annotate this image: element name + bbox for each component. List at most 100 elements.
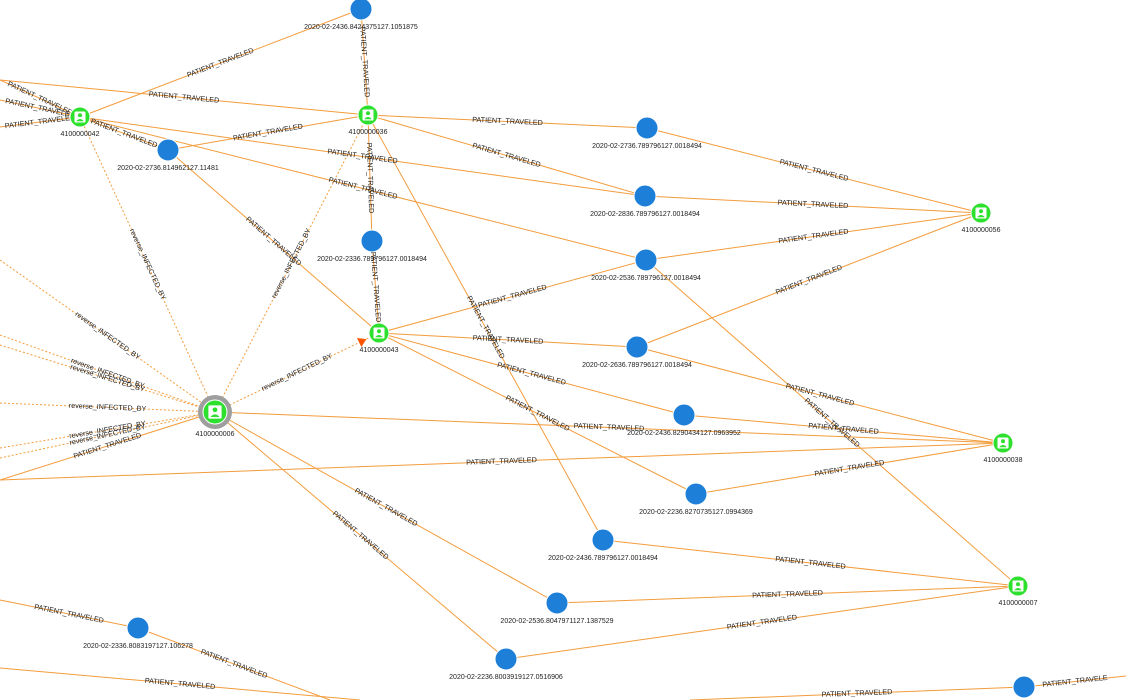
edge-patient-traveled[interactable]: [378, 259, 647, 334]
location-node[interactable]: 2020-02-2536.789796127.0018494: [591, 248, 701, 282]
edge-patient-traveled[interactable]: [636, 212, 982, 348]
edge-patient-traveled[interactable]: [378, 332, 697, 495]
edge-patient-traveled[interactable]: [636, 346, 1004, 444]
edge-patient-traveled[interactable]: [645, 212, 982, 261]
edge-patient-traveled[interactable]: [645, 259, 1019, 587]
edge-reverse-infected-by[interactable]: [0, 411, 216, 449]
edge-reverse-infected-by[interactable]: [0, 411, 216, 459]
edge-patient-traveled[interactable]: [367, 114, 604, 541]
edge-patient-traveled[interactable]: [505, 585, 1019, 660]
location-node[interactable]: 2020-02-2436.8290434127.0963952: [627, 403, 741, 437]
node-label: 4100000056: [962, 227, 1001, 234]
edge-label: PATIENT_TRAVELED: [4, 113, 75, 131]
edge-label: PATIENT_TRAVELED: [353, 486, 419, 528]
location-node[interactable]: 2020-02-2536.8047971127.1387529: [500, 591, 614, 625]
person-icon: [208, 405, 222, 419]
patient-node[interactable]: 4100000036: [349, 104, 388, 136]
edge-label: PATIENT_TRAVELE: [1042, 673, 1108, 689]
node-label: 2020-02-2536.789796127.0018494: [591, 275, 701, 282]
edge-reverse-infected-by[interactable]: [0, 344, 216, 413]
edge-patient-traveled[interactable]: [0, 599, 139, 629]
edge-patient-traveled[interactable]: [0, 99, 81, 118]
edge-label: PATIENT_TRAVELED: [778, 227, 849, 246]
edge-patient-traveled[interactable]: [79, 8, 362, 118]
node-label: 2020-02-2336.8083197127.106278: [83, 643, 193, 650]
location-node[interactable]: 2020-02-2336.789796127.0018494: [317, 229, 427, 263]
edge-patient-traveled[interactable]: [79, 116, 169, 151]
node-label: 2020-02-2636.789796127.0018494: [582, 362, 692, 369]
node-label: 2020-02-2736.789796127.0018494: [592, 143, 702, 150]
edge-arrowhead: [357, 338, 367, 348]
edge-label: PATIENT_TRAVELED: [471, 141, 541, 169]
node-label: 4100000036: [349, 129, 388, 136]
location-node[interactable]: 2020-02-2636.789796127.0018494: [582, 335, 692, 369]
location-node[interactable]: [1012, 675, 1036, 699]
edge-patient-traveled[interactable]: [378, 332, 638, 348]
location-node[interactable]: 2020-02-2236.8003919127.0516906: [449, 647, 563, 681]
edge-patient-traveled[interactable]: [689, 686, 1025, 700]
node-label: 4100000038: [984, 457, 1023, 464]
edge-patient-traveled[interactable]: [683, 414, 1004, 444]
edge-patient-traveled[interactable]: [0, 411, 216, 481]
patient-node[interactable]: 4100000006: [196, 395, 235, 438]
location-node[interactable]: 2020-02-2436.789796127.0018494: [548, 528, 658, 562]
edge-patient-traveled[interactable]: [360, 8, 369, 116]
location-node[interactable]: 2020-02-2736.789796127.0018494: [592, 116, 702, 150]
location-node[interactable]: 2020-02-2436.8424375127.1051875: [304, 0, 418, 31]
edge-patient-traveled[interactable]: [367, 114, 646, 197]
edge-patient-traveled[interactable]: [0, 79, 369, 116]
edge-label: PATIENT_TRAVELED: [34, 602, 105, 625]
edge-patient-traveled[interactable]: [378, 332, 685, 416]
edge-label: PATIENT_TRAVELED: [90, 116, 159, 149]
node-label: 2020-02-2436.8290434127.0963952: [627, 430, 741, 437]
node-label: 4100000043: [360, 347, 399, 354]
edge-label: PATIENT_TRAVELED: [821, 687, 892, 699]
edge-patient-traveled[interactable]: [602, 539, 1019, 587]
edge-patient-traveled[interactable]: [214, 411, 558, 604]
edge-patient-traveled[interactable]: [371, 240, 380, 334]
edge-patient-traveled[interactable]: [695, 442, 1004, 495]
person-icon: [74, 111, 86, 123]
edge-patient-traveled[interactable]: [367, 114, 373, 242]
person-icon: [362, 109, 374, 121]
node-label: 2020-02-2236.8003919127.0516906: [449, 674, 563, 681]
patient-node[interactable]: 4100000043: [360, 322, 399, 354]
edge-patient-traveled[interactable]: [367, 114, 648, 129]
edge-patient-traveled[interactable]: [79, 116, 646, 197]
location-node[interactable]: 2020-02-2736.814962127.11481: [117, 138, 219, 172]
edge-label: PATIENT_TRAVELED: [328, 175, 399, 201]
edge-label: PATIENT_TRAVELED: [752, 588, 823, 600]
edge-label: PATIENT_TRAVELED: [144, 676, 215, 691]
edge-patient-traveled[interactable]: [137, 627, 331, 700]
location-node[interactable]: 2020-02-2836.789796127.0018494: [590, 184, 700, 218]
edge-patient-traveled[interactable]: [167, 114, 369, 151]
location-node[interactable]: 2020-02-2236.8270735127.0994369: [639, 482, 753, 516]
edge-patient-traveled[interactable]: [646, 127, 982, 214]
patient-node[interactable]: 4100000007: [999, 575, 1038, 607]
edge-label: PATIENT_TRAVELED: [777, 198, 848, 211]
edge-patient-traveled[interactable]: [167, 149, 380, 334]
edge-patient-traveled[interactable]: [556, 585, 1019, 604]
edge-patient-traveled[interactable]: [0, 79, 81, 118]
edge-label: PATIENT_TRAVELED: [232, 121, 303, 142]
edge-label: PATIENT_TRAVELED: [477, 282, 548, 309]
edge-patient-traveled[interactable]: [214, 411, 1004, 444]
nodes-layer: 4100000042 4100000036 4100000043 4100000006…: [61, 0, 1038, 699]
edge-patient-traveled[interactable]: [644, 195, 982, 214]
edge-patient-traveled[interactable]: [0, 442, 1004, 481]
patient-node[interactable]: 4100000056: [962, 202, 1001, 234]
location-node[interactable]: 2020-02-2336.8083197127.106278: [83, 616, 193, 650]
edge-label: PATIENT_TRAVELED: [365, 143, 376, 214]
edge-label: reverse_INFECTED_BY: [260, 351, 334, 393]
edge-patient-traveled[interactable]: [1023, 675, 1126, 688]
patient-node[interactable]: 4100000038: [984, 432, 1023, 464]
edge-patient-traveled[interactable]: [0, 116, 81, 128]
node-label: 4100000006: [196, 431, 235, 438]
edge-patient-traveled[interactable]: [0, 667, 361, 700]
edge-label: PATIENT_TRAVELED: [186, 46, 255, 80]
edge-patient-traveled[interactable]: [214, 411, 507, 660]
edge-label: PATIENT_TRAVELED: [200, 647, 269, 680]
edge-label: PATIENT_TRAVELED: [774, 262, 843, 296]
patient-node[interactable]: 4100000042: [61, 106, 100, 138]
